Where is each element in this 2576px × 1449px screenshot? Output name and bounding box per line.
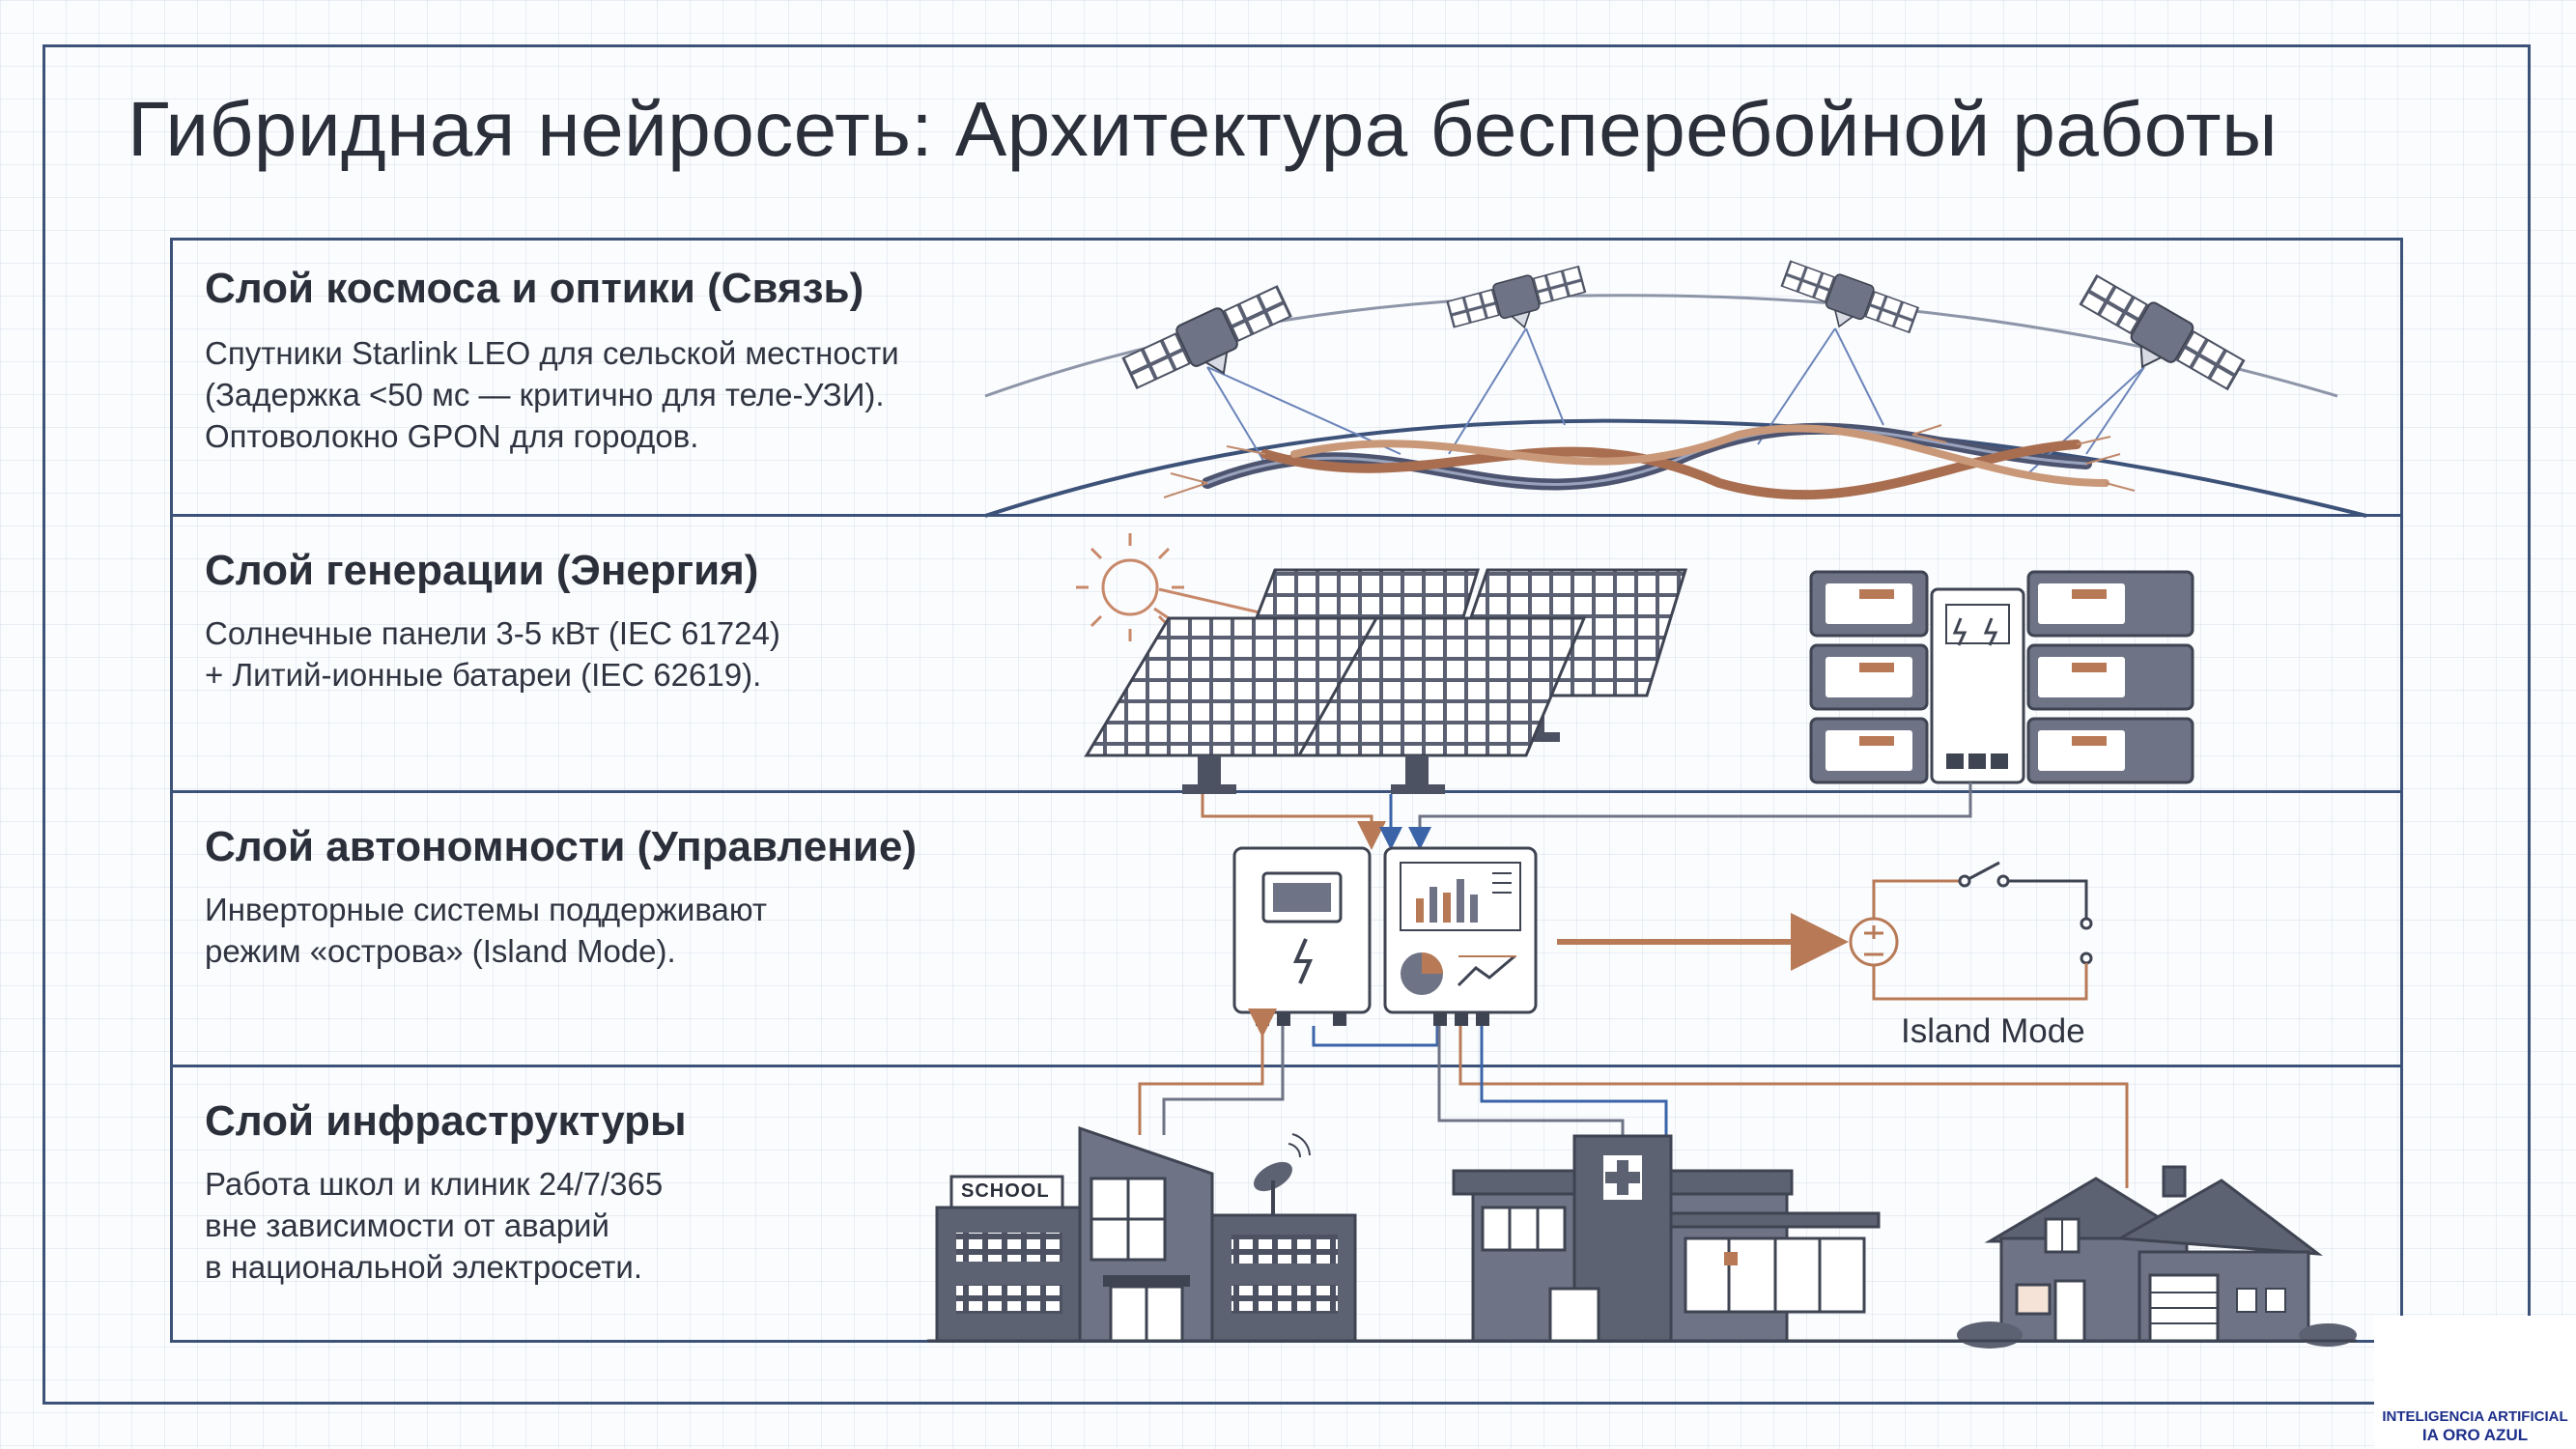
- island-mode-label: Island Mode: [1901, 1012, 2085, 1050]
- house-building: [1957, 1165, 2357, 1349]
- desc-line: в национальной электросети.: [205, 1249, 642, 1285]
- school-building: [935, 1125, 1357, 1343]
- desc-line: режим «острова» (Island Mode).: [205, 933, 676, 969]
- earth-horizon-arc: [984, 418, 2367, 518]
- layer-divider: [170, 790, 2403, 793]
- building-feed-lines: [1138, 1009, 2129, 1188]
- monitoring-panel-icon: [1383, 846, 1538, 1026]
- power-lines: [1201, 782, 1972, 850]
- layer-title-infrastructure: Слой инфраструктуры: [205, 1097, 687, 1145]
- desc-line: (Задержка <50 мс — критично для теле-УЗИ…: [205, 377, 885, 412]
- layer-title-autonomy: Слой автономности (Управление): [205, 823, 917, 870]
- layer-divider: [170, 514, 2403, 517]
- page-title: Гибридная нейросеть: Архитектура беспере…: [127, 86, 2279, 172]
- school-sign-label: SCHOOL: [961, 1180, 1050, 1202]
- clinic-building: [1452, 1134, 1881, 1343]
- solar-panel-array: [1084, 568, 1688, 794]
- desc-line: вне зависимости от аварий: [205, 1208, 609, 1243]
- layer-title-generation: Слой генерации (Энергия): [205, 547, 759, 594]
- outer-frame: [42, 44, 2531, 1405]
- layer-desc-infrastructure: Работа школ и клиник 24/7/365 вне зависи…: [205, 1163, 663, 1288]
- desc-line: + Литий-ионные батареи (IEC 62619).: [205, 657, 762, 693]
- layer-desc-autonomy: Инверторные системы поддерживают режим «…: [205, 889, 767, 972]
- island-mode-circuit: [1849, 861, 2093, 1001]
- fiber-strands: [1163, 424, 2136, 498]
- layer-desc-generation: Солнечные панели 3-5 кВт (IEC 61724) + Л…: [205, 612, 780, 696]
- fiber-optic-cables: [1202, 422, 2109, 500]
- satellite-icon: [1780, 260, 1920, 334]
- satellite-icon: [1121, 285, 1292, 390]
- layer-divider: [170, 1065, 2403, 1067]
- brand-logo: INTELIGENCIA ARTIFICIAL IA ORO AZUL: [2374, 1316, 2576, 1449]
- battery-rack: [1809, 570, 2194, 784]
- desc-line: Спутники Starlink LEO для сельской местн…: [205, 335, 899, 371]
- desc-line: Солнечные панели 3-5 кВт (IEC 61724): [205, 615, 780, 651]
- inverter-icon: [1232, 846, 1372, 1026]
- layer-desc-space: Спутники Starlink LEO для сельской местн…: [205, 332, 899, 457]
- desc-line: Работа школ и клиник 24/7/365: [205, 1166, 664, 1202]
- signal-beams: [1206, 327, 2145, 474]
- satellite-icon: [2079, 274, 2246, 391]
- layer-title-space: Слой космоса и оптики (Связь): [205, 265, 864, 312]
- logo-line-2: IA ORO AZUL: [2421, 1426, 2529, 1444]
- inverter-link: [1312, 1026, 1439, 1047]
- desc-line: Инверторные системы поддерживают: [205, 892, 767, 927]
- logo-line-1: INTELIGENCIA ARTIFICIAL: [2382, 1408, 2568, 1425]
- satellite-icon: [1446, 265, 1587, 329]
- desc-line: Оптоволокно GPON для городов.: [205, 418, 699, 454]
